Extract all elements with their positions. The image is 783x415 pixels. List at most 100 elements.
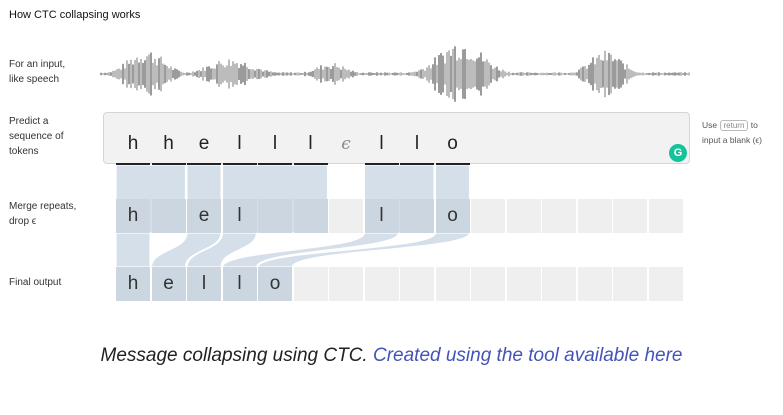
waveform-bar bbox=[292, 73, 294, 75]
waveform-bar bbox=[546, 72, 548, 76]
waveform-bar bbox=[328, 67, 330, 81]
waveform-bar bbox=[324, 66, 326, 82]
waveform-bar bbox=[148, 54, 150, 94]
final-cell bbox=[187, 267, 221, 301]
waveform-bar bbox=[102, 73, 104, 75]
waveform-bar bbox=[228, 59, 230, 89]
waveform-bar bbox=[432, 64, 434, 84]
grammarly-icon[interactable]: G bbox=[669, 144, 687, 162]
waveform-bar bbox=[280, 72, 282, 76]
waveform-bar bbox=[590, 62, 592, 86]
waveform-bar bbox=[356, 72, 358, 76]
final-row-label: Final output bbox=[9, 275, 99, 290]
waveform-bar bbox=[374, 73, 376, 75]
waveform-bar bbox=[414, 71, 416, 77]
waveform-bar bbox=[588, 64, 590, 84]
waveform-bar bbox=[232, 61, 234, 87]
waveform-bar bbox=[530, 72, 532, 76]
waveform-bar bbox=[662, 73, 664, 75]
token-underline bbox=[151, 163, 186, 165]
waveform-bar bbox=[114, 70, 116, 78]
waveform-bar bbox=[412, 72, 414, 76]
merged-cell bbox=[151, 199, 186, 233]
waveform-bar bbox=[442, 55, 444, 93]
waveform-bar bbox=[568, 73, 570, 75]
merged-cell bbox=[329, 199, 363, 233]
token-underline bbox=[116, 163, 150, 165]
waveform-bar bbox=[608, 52, 610, 96]
waveform-bar bbox=[128, 63, 130, 85]
waveform-bar bbox=[624, 69, 626, 79]
waveform-bar bbox=[210, 68, 212, 80]
waveform-bar bbox=[136, 57, 138, 91]
waveform-bar bbox=[506, 72, 508, 76]
waveform-bar bbox=[138, 62, 140, 86]
waveform-bar bbox=[256, 68, 258, 80]
waveform-bar bbox=[344, 68, 346, 80]
waveform-bar bbox=[586, 68, 588, 80]
waveform-bar bbox=[214, 68, 216, 80]
waveform-bar bbox=[606, 60, 608, 88]
merged-token: l bbox=[237, 205, 242, 226]
final-cell bbox=[613, 267, 647, 301]
waveform-bar bbox=[184, 73, 186, 75]
waveform-bar bbox=[258, 68, 260, 80]
waveform-bar bbox=[196, 70, 198, 78]
waveform-bar bbox=[370, 72, 372, 76]
waveform-bar bbox=[154, 58, 156, 90]
waveform-bar bbox=[168, 68, 170, 80]
waveform-bar bbox=[656, 72, 658, 76]
waveform-bar bbox=[610, 54, 612, 94]
waveform-bar bbox=[468, 59, 470, 89]
waveform-bar bbox=[504, 71, 506, 77]
waveform-bar bbox=[254, 70, 256, 78]
final-cell bbox=[116, 267, 150, 301]
waveform-bar bbox=[350, 71, 352, 77]
waveform-bar bbox=[190, 72, 192, 76]
waveform-bar bbox=[320, 65, 322, 83]
waveform-bar bbox=[518, 72, 520, 76]
waveform-bar bbox=[316, 67, 318, 81]
waveform-bar bbox=[438, 55, 440, 93]
input-row-label-line: For an input, bbox=[9, 59, 66, 70]
waveform-bar bbox=[124, 68, 126, 80]
final-flow-ribbon bbox=[115, 232, 151, 268]
waveform-bar bbox=[126, 60, 128, 88]
caption-link[interactable]: Created using the tool available here bbox=[372, 345, 683, 366]
merged-cell bbox=[187, 199, 221, 233]
waveform-bar bbox=[638, 72, 640, 76]
waveform-bar bbox=[676, 72, 678, 76]
waveform-bar bbox=[514, 73, 516, 75]
waveform-bar bbox=[312, 70, 314, 78]
waveform-bar bbox=[598, 55, 600, 93]
waveform-bar bbox=[332, 66, 334, 82]
waveform-bar bbox=[336, 67, 338, 81]
waveform-bar bbox=[288, 72, 290, 76]
token: l bbox=[272, 133, 278, 154]
token-underline bbox=[293, 163, 328, 165]
waveform-bar bbox=[490, 65, 492, 83]
waveform-bar bbox=[198, 70, 200, 78]
waveform-bar bbox=[376, 72, 378, 76]
hint-to: to bbox=[750, 120, 758, 130]
waveform-bar bbox=[250, 69, 252, 79]
token: h bbox=[163, 133, 174, 154]
waveform-bar bbox=[392, 72, 394, 76]
waveform-bar bbox=[364, 73, 366, 75]
waveform-bar bbox=[582, 66, 584, 82]
waveform-bar bbox=[380, 72, 382, 76]
merged-cell bbox=[222, 199, 257, 233]
waveform-bar bbox=[162, 63, 164, 85]
waveform-bar bbox=[108, 72, 110, 76]
waveform-bar bbox=[300, 73, 302, 75]
merge-row-label: Merge repeats, drop ϵ bbox=[9, 199, 99, 229]
waveform-bar bbox=[654, 72, 656, 76]
waveform-bar bbox=[386, 72, 388, 76]
waveform-bar bbox=[422, 69, 424, 79]
return-key-badge: return bbox=[719, 120, 749, 131]
waveform-bar bbox=[140, 58, 142, 90]
final-cell bbox=[364, 267, 399, 301]
waveform-bar bbox=[424, 70, 426, 78]
final-token: l bbox=[237, 273, 242, 294]
waveform-bar bbox=[354, 72, 356, 76]
